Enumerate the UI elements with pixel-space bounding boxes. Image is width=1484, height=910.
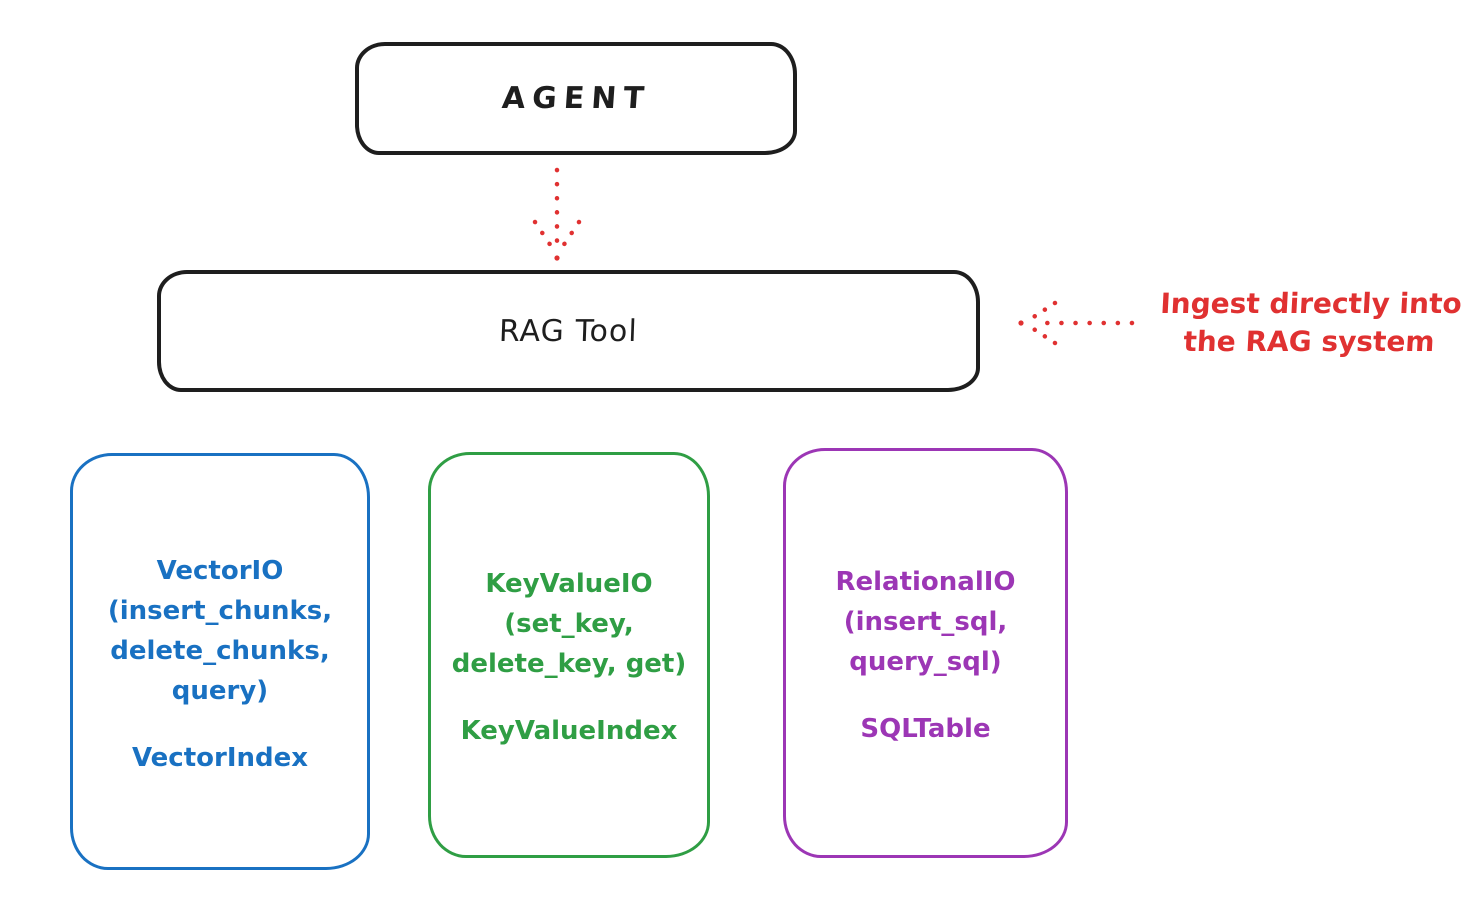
key-value-io-line3: delete_key, get)	[451, 649, 687, 679]
vector-io-line3: delete_chunks,	[110, 635, 330, 666]
key-value-io-line2: (set_key,	[504, 609, 634, 639]
rag-tool-node: RAG Tool	[157, 270, 980, 392]
agent-node: AGENT	[355, 42, 797, 155]
vector-io-line4: query)	[171, 675, 269, 706]
vector-io-line1: VectorIO	[156, 555, 284, 586]
agent-to-rag-arrow	[532, 167, 582, 261]
ingest-annotation-line2: the RAG system	[1182, 325, 1436, 358]
key-value-io-node: KeyValueIO (set_key, delete_key, get) Ke…	[428, 452, 710, 858]
ingest-annotation: Ingest directly into the RAG system	[1133, 285, 1484, 361]
key-value-index-label: KeyValueIndex	[460, 716, 678, 746]
relational-io-line3: query_sql)	[849, 647, 1002, 677]
relational-io-line2: (insert_sql,	[843, 607, 1008, 637]
key-value-io-line1: KeyValueIO	[485, 569, 653, 599]
key-value-io-methods: KeyValueIO (set_key, delete_key, get)	[452, 564, 687, 684]
relational-io-node: RelationalIO (insert_sql, query_sql) SQL…	[783, 448, 1068, 858]
vector-io-methods: VectorIO (insert_chunks, delete_chunks, …	[108, 551, 332, 711]
agent-node-label: AGENT	[500, 81, 652, 116]
vector-io-line2: (insert_chunks,	[107, 595, 333, 626]
vector-index-label: VectorIndex	[131, 742, 309, 773]
sql-table-label: SQLTable	[860, 714, 991, 744]
ingest-annotation-line1: Ingest directly into	[1159, 287, 1463, 320]
ingest-arrow	[1018, 300, 1135, 346]
vector-io-node: VectorIO (insert_chunks, delete_chunks, …	[70, 453, 370, 870]
relational-io-methods: RelationalIO (insert_sql, query_sql)	[835, 562, 1015, 682]
relational-io-line1: RelationalIO	[835, 567, 1016, 597]
rag-tool-node-label: RAG Tool	[498, 313, 639, 349]
